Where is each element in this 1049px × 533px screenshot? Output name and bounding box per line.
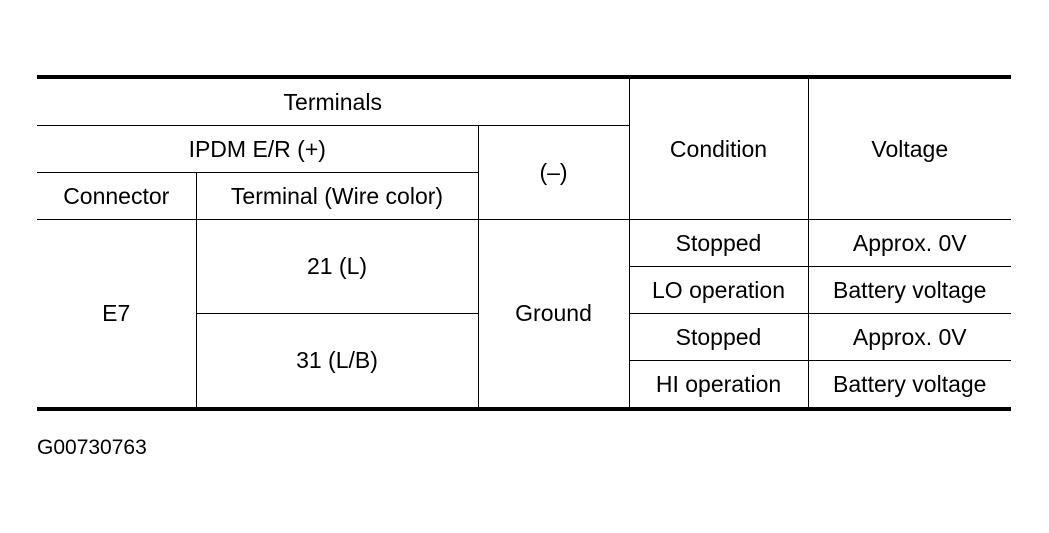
ipdm-header: IPDM E/R (+) bbox=[37, 125, 479, 173]
condition-cell: Stopped bbox=[628, 219, 809, 267]
voltage-cell: Battery voltage bbox=[807, 360, 1012, 411]
condition-cell: Stopped bbox=[628, 313, 809, 361]
terminal-cell: 31 (L/B) bbox=[195, 313, 479, 411]
table-row: E7 21 (L) Ground Stopped Approx. 0V bbox=[37, 219, 1012, 411]
table-row: HI operation Battery voltage bbox=[37, 360, 1012, 411]
header-row-3: Connector Terminal (Wire color) bbox=[37, 172, 1011, 220]
voltage-cell: Approx. 0V bbox=[807, 313, 1012, 361]
voltage-cell: Approx. 0V bbox=[807, 219, 1012, 267]
table-row: 31 (L/B) Stopped Approx. 0V bbox=[37, 313, 1012, 411]
voltage-header: Voltage bbox=[807, 75, 1012, 220]
header-row-2: IPDM E/R (+) (–) bbox=[37, 125, 1011, 220]
condition-header: Condition bbox=[628, 75, 809, 220]
header-row-1: Terminals Condition Voltage bbox=[37, 75, 1012, 220]
terminal-voltage-table: Terminals Condition Voltage IPDM E/R (+)… bbox=[37, 75, 1012, 411]
condition-cell: LO operation bbox=[628, 266, 809, 314]
terminal-cell: 21 (L) bbox=[195, 219, 479, 314]
ground-cell: Ground bbox=[477, 219, 630, 411]
terminals-header: Terminals bbox=[37, 75, 630, 126]
voltage-cell: Battery voltage bbox=[807, 266, 1012, 314]
condition-cell: HI operation bbox=[628, 360, 809, 411]
terminal-wire-header: Terminal (Wire color) bbox=[195, 172, 479, 220]
table-row: LO operation Battery voltage bbox=[37, 266, 1012, 314]
connector-header: Connector bbox=[37, 172, 197, 220]
reference-code: G00730763 bbox=[37, 436, 147, 459]
connector-cell: E7 bbox=[37, 219, 197, 411]
minus-header: (–) bbox=[477, 125, 630, 220]
